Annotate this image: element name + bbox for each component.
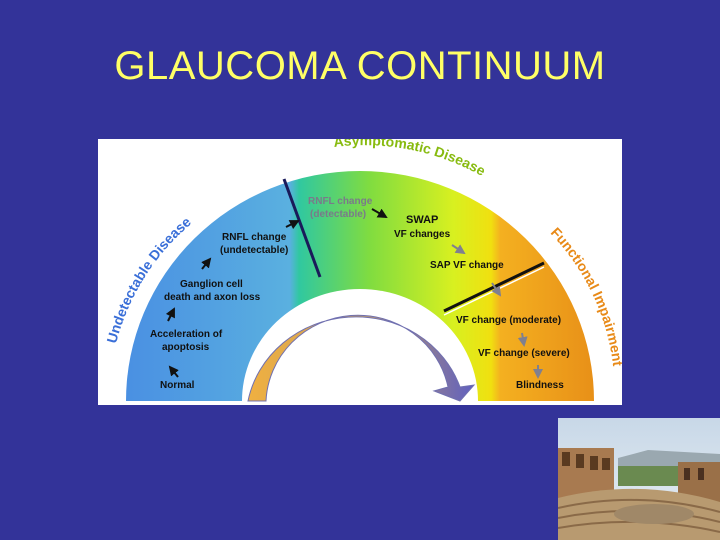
stage-label-swap: SWAP VF changes [394,214,451,240]
stage-label-rnfl-undetectable: RNFL change (undetectable) [220,232,289,256]
stage-label-normal: Normal [160,380,195,391]
continuum-band [126,171,594,401]
stage-label-severe: VF change (severe) [478,348,570,359]
ancient-theatre-photo [558,418,720,540]
stage-arrow-normal [168,365,179,378]
stage-label-moderate: VF change (moderate) [456,315,561,326]
stage-arrow-apoptosis [165,307,175,322]
stage-arrow-rnfl-undetectable [285,220,300,230]
progression-arrow [247,314,476,402]
stage-label-apoptosis: Acceleration of apoptosis [150,329,225,353]
stage-label-sap: SAP VF change [430,260,504,271]
slide-title: GLAUCOMA CONTINUUM [114,44,606,88]
stage-label-rnfl-detectable: RNFL change (detectable) [308,196,375,220]
stage-arrow-swap [451,244,466,255]
glaucoma-continuum-diagram: Undetectable Disease Asymptomatic Diseas… [98,139,622,405]
stage-arrow-rnfl-detectable [371,208,388,218]
stage-label-ganglion: Ganglion cell death and axon loss [164,279,261,303]
zone-divider-left [282,178,322,278]
stage-arrow-moderate [517,332,528,347]
stage-label-blindness: Blindness [516,380,564,391]
stage-arrow-ganglion [201,257,212,270]
stage-arrow-sap [491,282,502,297]
